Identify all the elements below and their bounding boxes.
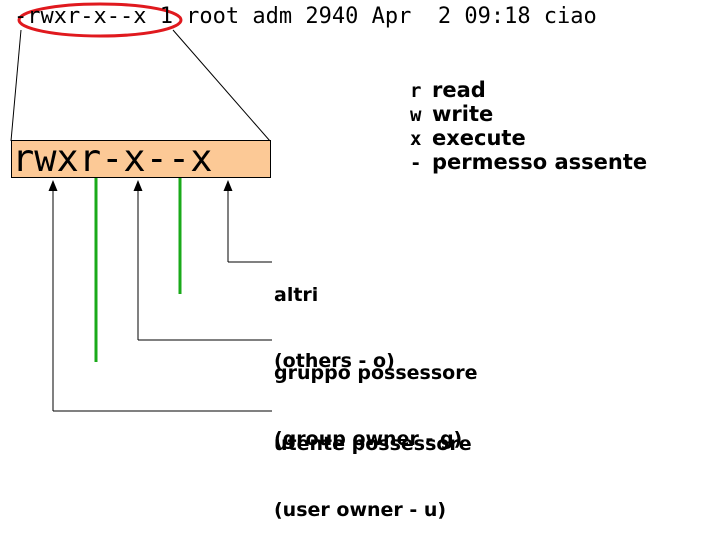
permission-string: rwxr-x--x bbox=[12, 137, 213, 180]
legend-text: read bbox=[432, 78, 486, 102]
user-label-line1: utente possessore bbox=[274, 433, 472, 455]
group-label-line1: gruppo possessore bbox=[274, 362, 478, 384]
arrowhead-group bbox=[133, 180, 143, 191]
legend: r read w write x execute - permesso asse… bbox=[410, 78, 647, 174]
others-label-line1: altri bbox=[274, 284, 319, 306]
zoom-line-left bbox=[10, 29, 22, 142]
zoom-line-right bbox=[172, 29, 271, 142]
others-label-line2: (others - o) bbox=[274, 350, 395, 372]
ls-output-line: -rwxr-x--x 1 root adm 2940 Apr 2 09:18 c… bbox=[14, 4, 597, 29]
legend-symbol: - bbox=[410, 152, 422, 174]
legend-symbol: w bbox=[410, 104, 422, 126]
legend-row-execute: x execute bbox=[410, 126, 647, 150]
legend-text: write bbox=[432, 102, 494, 126]
highlight-ellipse bbox=[17, 2, 183, 38]
user-label: utente possessore (user owner - u) bbox=[274, 389, 472, 543]
user-label-line2: (user owner - u) bbox=[274, 499, 447, 521]
arrowhead-others bbox=[223, 180, 233, 191]
arrowhead-user bbox=[48, 180, 58, 191]
legend-row-write: w write bbox=[410, 102, 647, 126]
permission-box bbox=[11, 140, 271, 178]
legend-symbol: r bbox=[410, 80, 422, 102]
legend-text: execute bbox=[432, 126, 526, 150]
legend-text: permesso assente bbox=[432, 150, 648, 174]
legend-row-absent: - permesso assente bbox=[410, 150, 647, 174]
others-label: altri (others - o) bbox=[274, 240, 395, 394]
legend-symbol: x bbox=[410, 128, 422, 150]
legend-row-read: r read bbox=[410, 78, 647, 102]
